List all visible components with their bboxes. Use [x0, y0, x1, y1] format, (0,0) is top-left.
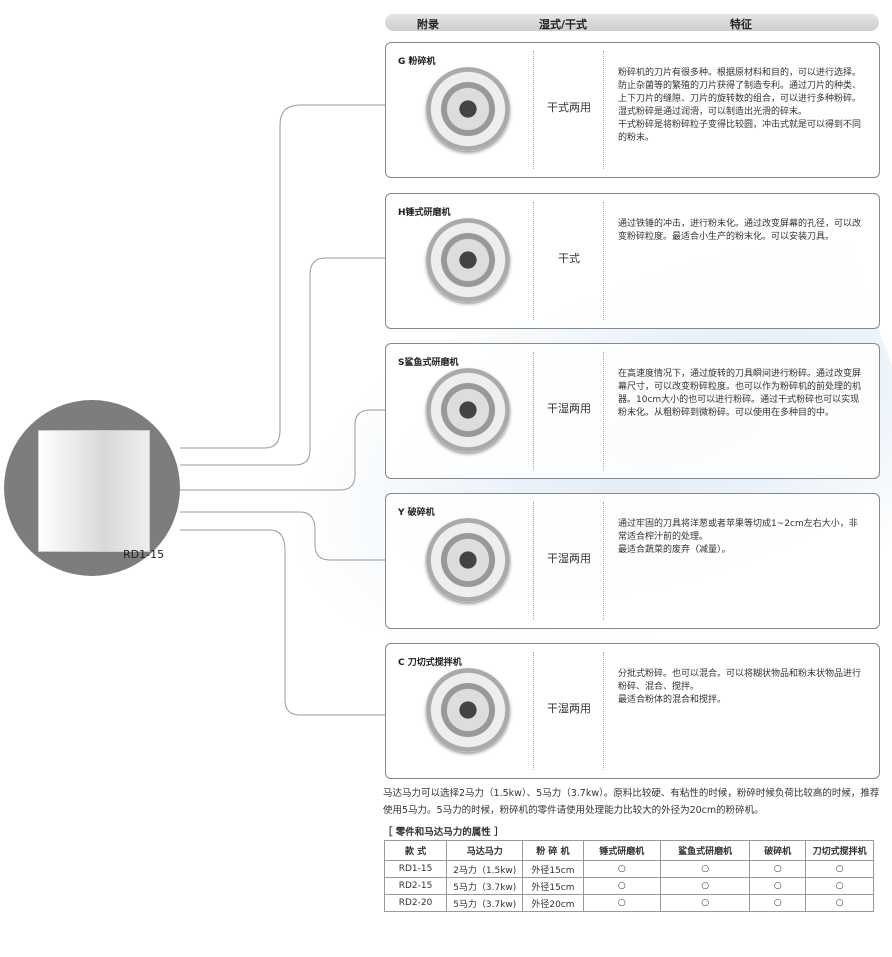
- table-cell: ○: [582, 894, 662, 912]
- header-appendix: 附录: [417, 18, 439, 31]
- product-description: 在高速度情况下，通过旋转的刀具瞬间进行粉碎。通过改变屏幕尺寸，可以改变粉碎粒度。…: [618, 369, 862, 418]
- divider: [603, 652, 604, 770]
- product-image: [426, 368, 510, 452]
- machine-image: [38, 430, 150, 552]
- product-image: [426, 668, 510, 752]
- divider: [533, 652, 534, 770]
- product-title: H锤式研磨机: [398, 208, 451, 218]
- table-cell: RD1-15: [383, 860, 448, 878]
- product-image: [426, 518, 510, 602]
- product-card: H锤式研磨机 干式 通过铁锤的冲击，进行粉末化。通过改变屏幕的孔径，可以改变粉碎…: [385, 193, 880, 329]
- product-mode: 干式两用: [547, 101, 591, 114]
- product-title: G 粉碎机: [398, 57, 436, 67]
- table-cell: 外径15cm: [522, 860, 584, 878]
- divider: [533, 202, 534, 320]
- product-mode: 干湿两用: [547, 402, 591, 415]
- table-cell: ○: [805, 877, 874, 895]
- table-cell: ○: [660, 860, 751, 878]
- product-title: S鲨鱼式研磨机: [398, 358, 459, 368]
- product-card: G 粉碎机 干式两用 粉碎机的刀片有很多种。根据原材料和目的，可以进行选择。防止…: [385, 42, 880, 178]
- divider: [603, 352, 604, 470]
- table-cell: ○: [660, 877, 751, 895]
- header-features: 特征: [730, 18, 752, 31]
- divider: [603, 202, 604, 320]
- table-cell: 外径15cm: [522, 877, 584, 895]
- divider: [533, 51, 534, 169]
- product-image: [426, 218, 510, 302]
- column-header: 破碎机: [749, 840, 807, 861]
- product-description: 通过铁锤的冲击，进行粉末化。通过改变屏幕的孔径，可以改变粉碎粒度。最适合小生产的…: [618, 219, 862, 242]
- column-header: 鲨鱼式研磨机: [660, 840, 751, 861]
- product-title: Y 破碎机: [398, 508, 435, 518]
- table-cell: ○: [582, 860, 662, 878]
- header-mode: 湿式/干式: [539, 18, 588, 31]
- column-header: 刀切式搅拌机: [805, 840, 874, 861]
- product-card: Y 破碎机 干湿两用 通过牢固的刀具将洋葱或者苹果等切成1~2cm左右大小，非常…: [385, 493, 880, 629]
- product-title: C 刀切式搅拌机: [398, 658, 462, 668]
- table-cell: 5马力（3.7kw): [446, 877, 524, 895]
- divider: [533, 352, 534, 470]
- machine-label: RD1-15: [123, 548, 165, 561]
- table-cell: ○: [660, 894, 751, 912]
- table-cell: RD2-15: [383, 877, 448, 895]
- column-header: 马达马力: [446, 840, 524, 861]
- table-cell: RD2-20: [383, 894, 448, 912]
- table-cell: 外径20cm: [522, 894, 584, 912]
- divider: [603, 502, 604, 620]
- column-header: 款 式: [383, 840, 448, 861]
- column-header: 粉 碎 机: [522, 840, 584, 861]
- table-cell: ○: [805, 860, 874, 878]
- table-header-bar: 附录 湿式/干式 特征: [385, 14, 879, 31]
- product-description: 通过牢固的刀具将洋葱或者苹果等切成1~2cm左右大小，非常适合榨汁前的处理。 最…: [618, 519, 858, 555]
- table-cell: 2马力（1.5kw): [446, 860, 524, 878]
- table-cell: ○: [749, 877, 807, 895]
- divider: [533, 502, 534, 620]
- table-cell: ○: [749, 860, 807, 878]
- product-mode: 干湿两用: [547, 552, 591, 565]
- product-mode: 干式: [558, 252, 580, 265]
- column-header: 锤式研磨机: [582, 840, 662, 861]
- table-title: ［ 零件和马达马力的属性 ］: [383, 827, 504, 838]
- product-card: C 刀切式搅拌机 干湿两用 分批式粉碎。也可以混合。可以将糊状物品和粉末状物品进…: [385, 643, 880, 779]
- divider: [603, 51, 604, 169]
- table-cell: 5马力（3.7kw): [446, 894, 524, 912]
- motor-note: 马达马力可以选择2马力（1.5kw）、5马力（3.7kw）。原料比较硬、有粘性的…: [383, 788, 880, 816]
- table-cell: ○: [805, 894, 874, 912]
- table-cell: ○: [582, 877, 662, 895]
- product-description: 分批式粉碎。也可以混合。可以将糊状物品和粉末状物品进行粉碎、混合、搅拌。 最适合…: [618, 669, 862, 705]
- product-mode: 干湿两用: [547, 702, 591, 715]
- product-card: S鲨鱼式研磨机 干湿两用 在高速度情况下，通过旋转的刀具瞬间进行粉碎。通过改变屏…: [385, 343, 880, 479]
- product-description: 粉碎机的刀片有很多种。根据原材料和目的，可以进行选择。防止杂菌等的繁殖的刀片获得…: [618, 68, 862, 143]
- product-image: [426, 67, 510, 151]
- table-cell: ○: [749, 894, 807, 912]
